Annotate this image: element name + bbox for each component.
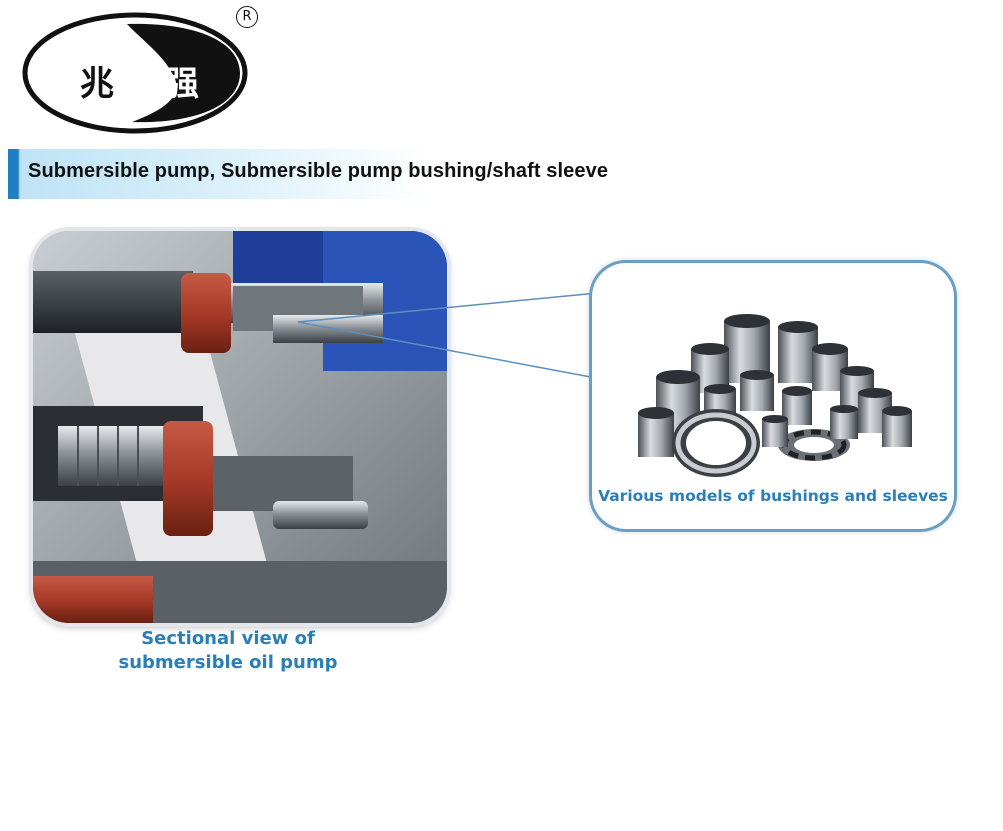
pump-sectional-photo bbox=[33, 231, 447, 623]
logo-emblem bbox=[22, 12, 248, 134]
sectional-view-caption: Sectional view of submersible oil pump bbox=[88, 627, 368, 675]
company-logo: 兆 强 bbox=[22, 12, 248, 134]
registered-trademark-icon: R bbox=[236, 6, 258, 28]
title-banner bbox=[8, 149, 428, 199]
bushings-sleeves-photo bbox=[638, 314, 912, 477]
page-title: Submersible pump, Submersible pump bushi… bbox=[28, 160, 609, 182]
logo-char-left: 兆 bbox=[80, 64, 114, 104]
logo-char-right: 强 bbox=[165, 64, 199, 104]
bushings-callout: Various models of bushings and sleeves bbox=[592, 263, 954, 529]
caption-line-1: Sectional view of bbox=[141, 628, 315, 649]
bushings-caption: Various models of bushings and sleeves bbox=[598, 487, 948, 505]
caption-line-2: submersible oil pump bbox=[118, 652, 338, 673]
